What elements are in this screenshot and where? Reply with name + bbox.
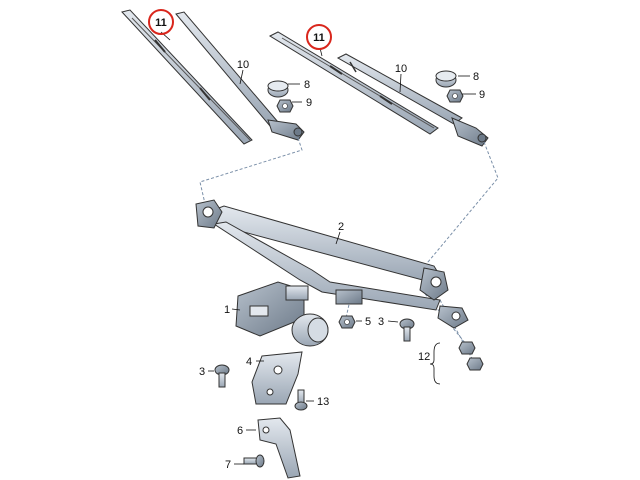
motor-bracket [251,351,303,405]
callout-bolt-left: 3 [199,366,205,378]
bolt-bracket [294,389,308,411]
callout-nut-right: 9 [479,89,485,101]
bolt-left [214,364,230,388]
callout-bolt-bracket: 13 [317,396,329,408]
callout-arm-right: 10 [395,63,407,75]
callout-mount: 6 [237,425,243,437]
callout-bracket: 4 [246,356,252,368]
nut-right [446,89,464,103]
bolt-mount [243,454,265,468]
nut-left [276,99,294,113]
highlight-circle-left [148,9,174,35]
wiper-blade-left [121,9,253,145]
callout-linkage: 2 [338,221,344,233]
cap-left [267,80,289,98]
callout-cap-right: 8 [473,71,479,83]
callout-nut-center: 5 [365,316,371,328]
callout-blade-left: 11 [155,17,167,29]
callout-blade-right: 11 [313,32,325,44]
fastener-group [429,341,484,385]
wiper-blade-right [268,31,439,135]
callout-fastener-group: 12 [418,351,430,363]
wiper-motor [235,281,329,347]
wiper-arm-right [336,53,489,147]
motor-mount [257,417,301,479]
callout-nut-left: 9 [306,97,312,109]
bolt-center [399,318,415,342]
callout-cap-left: 8 [304,79,310,91]
wiper-linkage [195,199,469,329]
nut-center [338,315,356,329]
cap-right [435,70,457,88]
callout-arm-left: 10 [237,59,249,71]
callout-bolt-mount: 7 [225,459,231,471]
callout-bolt-center: 3 [378,316,384,328]
wiper-arm-left [175,11,305,141]
callout-motor: 1 [224,304,230,316]
highlight-circle-right [306,24,332,50]
